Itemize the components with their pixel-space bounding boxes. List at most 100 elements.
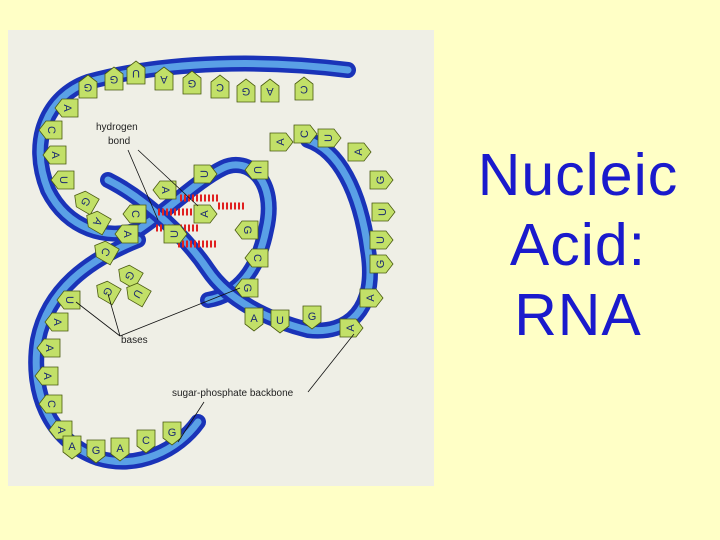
base-letter: C xyxy=(45,126,57,134)
backbone-label: sugar-phosphate backbone xyxy=(172,388,294,399)
title-line-3: RNA xyxy=(514,282,642,348)
base-letter: G xyxy=(308,311,317,323)
nucleotide-base: U xyxy=(317,128,342,148)
label-pointer-line xyxy=(75,301,121,337)
nucleotide-base: G xyxy=(104,66,124,91)
base-letter: C xyxy=(142,435,150,447)
base-letter: A xyxy=(41,372,53,380)
nucleotide-base: U xyxy=(126,282,152,308)
nucleotide-base: G xyxy=(162,421,182,446)
base-letter: U xyxy=(323,134,335,142)
base-letter: C xyxy=(216,81,224,93)
bases-label: bases xyxy=(121,335,148,346)
base-letter: C xyxy=(300,83,308,95)
base-letter: A xyxy=(199,210,211,218)
base-letter: G xyxy=(241,284,253,293)
nucleotide-base: A xyxy=(152,180,177,200)
base-letter: G xyxy=(375,176,387,185)
nucleotide-base: U xyxy=(270,309,290,334)
base-letter: A xyxy=(43,344,55,352)
base-letter: A xyxy=(160,73,168,85)
base-letter: A xyxy=(159,186,171,194)
base-letter: U xyxy=(199,170,211,178)
nucleotide-base: A xyxy=(244,307,264,332)
base-letter: A xyxy=(345,324,357,332)
base-letter: U xyxy=(132,67,140,79)
label-pointer-line xyxy=(127,149,159,221)
nucleotide-base: A xyxy=(154,66,174,91)
nucleotide-base: C xyxy=(38,120,63,140)
base-letter: A xyxy=(51,318,63,326)
nucleotide-base: U xyxy=(193,164,218,184)
base-letter: G xyxy=(84,81,93,93)
nucleotide-base: U xyxy=(369,230,394,250)
nucleotide-base: G xyxy=(302,305,322,330)
base-letter: A xyxy=(68,441,76,453)
base-letter: A xyxy=(49,151,61,159)
backbone-strand-highlight xyxy=(36,60,352,238)
base-letter: U xyxy=(57,176,69,184)
label-pointer-line xyxy=(307,333,355,393)
nucleotide-base: G xyxy=(78,74,98,99)
nucleotide-base: A xyxy=(44,312,69,332)
nucleotide-base: G xyxy=(234,278,259,298)
nucleotide-base: C xyxy=(94,240,120,266)
nucleotide-base: A xyxy=(339,318,364,338)
label-pointer-line xyxy=(107,293,121,337)
backbone-strand-highlight xyxy=(104,136,374,335)
nucleotide-base: A xyxy=(347,142,372,162)
nucleotide-base: C xyxy=(210,74,230,99)
base-letter: U xyxy=(63,296,75,304)
nucleotide-base: A xyxy=(42,145,67,165)
nucleotide-base: G xyxy=(86,439,106,464)
base-letter: U xyxy=(375,236,387,244)
nucleotide-base: G xyxy=(74,190,100,216)
base-letter: G xyxy=(188,77,197,89)
base-letter: C xyxy=(251,254,263,262)
nucleotide-base: G xyxy=(236,78,256,103)
nucleotide-base: G xyxy=(369,254,394,274)
base-letter: A xyxy=(116,443,124,455)
nucleotide-base: A xyxy=(114,224,139,244)
nucleotide-base: G xyxy=(369,170,394,190)
nucleotide-base: G xyxy=(182,70,202,95)
nucleotide-base: A xyxy=(260,78,280,103)
base-letter: C xyxy=(129,210,141,218)
label-pointer-line xyxy=(137,149,199,207)
nucleotide-base: C xyxy=(38,394,63,414)
base-letter: A xyxy=(55,426,67,434)
base-letter: A xyxy=(61,104,73,112)
nucleotide-base: C xyxy=(122,204,147,224)
base-letter: U xyxy=(276,315,284,327)
nucleotide-base: A xyxy=(34,366,59,386)
nucleotide-base: A xyxy=(62,435,82,460)
base-letter: G xyxy=(242,85,251,97)
nucleotide-base: A xyxy=(359,288,384,308)
base-letter: U xyxy=(169,230,181,238)
nucleotide-base: U xyxy=(126,60,146,85)
nucleotide-base: G xyxy=(96,280,122,306)
nucleotide-base: A xyxy=(269,132,294,152)
slide-title: Nucleic Acid: RNA xyxy=(436,140,720,350)
base-letter: G xyxy=(92,445,101,457)
nucleotide-base: A xyxy=(86,210,112,236)
nucleotide-base: A xyxy=(193,204,218,224)
nucleotide-base: A xyxy=(54,98,79,118)
nucleotide-base: U xyxy=(244,160,269,180)
base-letter: G xyxy=(168,427,177,439)
nucleotide-base: C xyxy=(244,248,269,268)
nucleotide-base: G xyxy=(234,220,259,240)
title-line-1: Nucleic xyxy=(477,142,679,208)
base-letter: U xyxy=(377,208,389,216)
nucleotide-base: A xyxy=(36,338,61,358)
nucleotide-base: A xyxy=(110,437,130,462)
base-letter: A xyxy=(365,294,377,302)
base-letter: A xyxy=(121,230,133,238)
base-letter: G xyxy=(241,226,253,235)
base-letter: A xyxy=(250,313,258,325)
base-letter: C xyxy=(299,130,311,138)
label-pointer-line xyxy=(177,401,205,443)
nucleotide-base: U xyxy=(163,224,188,244)
